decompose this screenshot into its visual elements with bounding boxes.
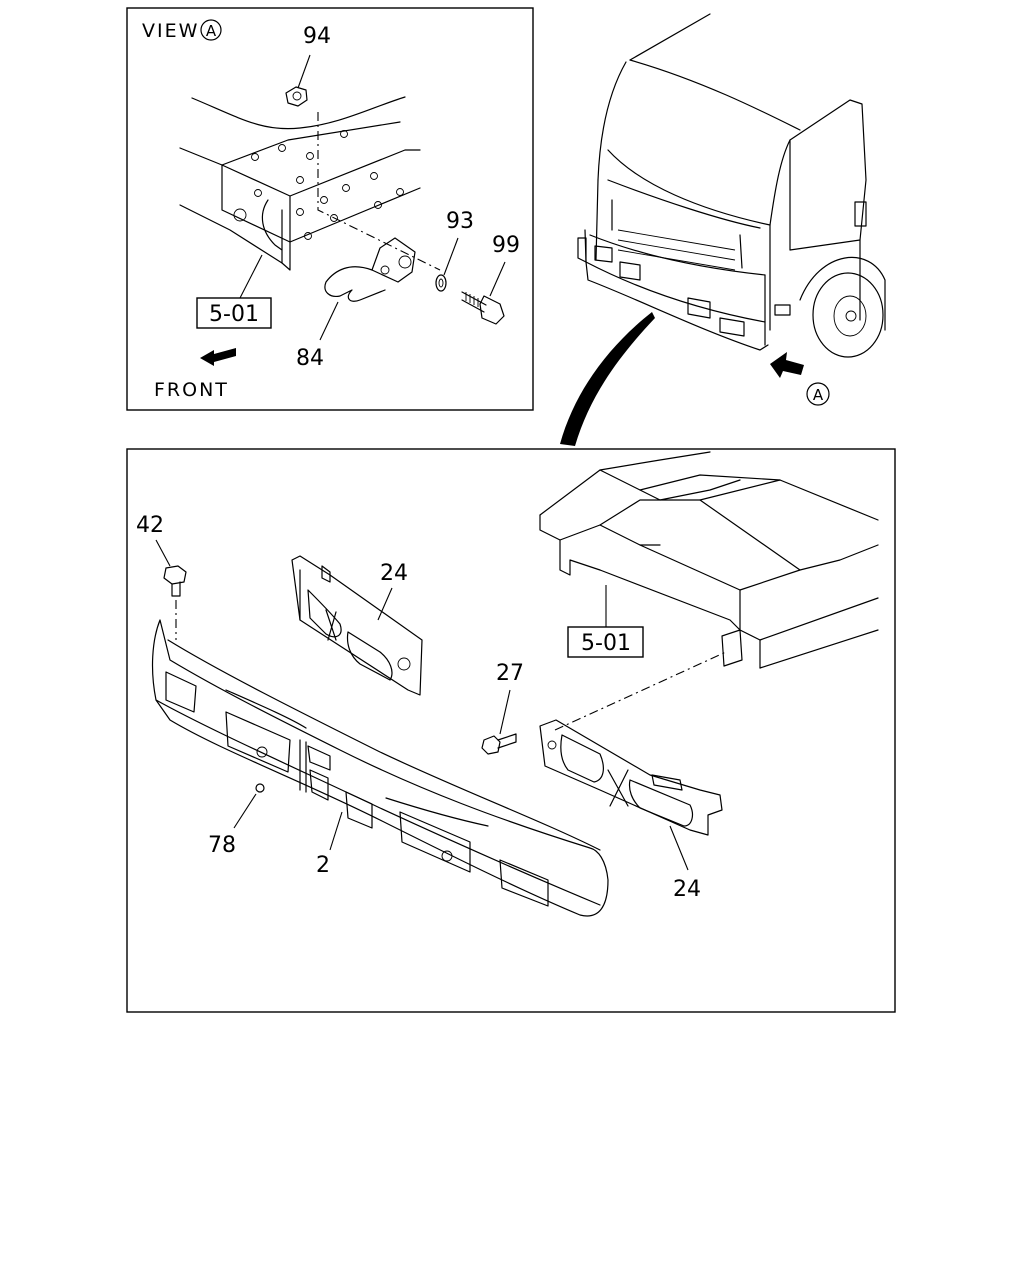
connector-swoosh [560,312,655,446]
leader-2 [329,811,343,851]
tow-hook-part [324,237,416,302]
leader-27 [499,689,511,735]
view-label: VIEW [142,20,199,42]
bolt-right-part [481,733,517,755]
callout-84: 84 [296,346,324,371]
clip-part [255,783,265,793]
bumper-exploded-view: 5-01 42 2 [126,448,896,1013]
view-arrow-icon [770,352,804,378]
callout-24-right: 24 [673,877,701,902]
leader-99 [489,261,506,297]
mounting-line [554,651,727,731]
leader-24-left [377,587,393,621]
callout-2: 2 [316,853,330,878]
leader-94 [297,54,311,89]
callout-24-left: 24 [380,561,408,586]
bolt-part [461,291,505,325]
bumper-part [151,619,609,917]
truck-view-marker-letter: A [813,386,824,404]
bolt-top-part [163,565,187,597]
leader-42 [155,539,171,567]
view-a-inset: VIEW A [126,7,534,411]
view-marker-letter: A [206,22,217,40]
ref-label-inset: 5-01 [209,302,259,327]
callout-99: 99 [492,233,520,258]
ref-label-main: 5-01 [581,631,631,656]
callout-27: 27 [496,661,524,686]
leader-24-right [669,825,689,871]
view-marker-circle [200,19,222,41]
truck-view-marker-circle [806,382,830,406]
main-frame [126,448,896,1013]
washer-part [435,274,447,292]
callout-42: 42 [136,513,164,538]
leader-93 [443,237,459,276]
mounting-axis-line [317,112,441,271]
callout-78: 78 [208,833,236,858]
front-arrow-icon [200,348,236,366]
ref-box-inset [196,297,272,329]
truck-cab-illustration: A [577,13,886,406]
chassis-frame-drawing [539,451,879,669]
callout-94: 94 [303,24,331,49]
bracket-left-part [291,555,423,696]
nut-part [285,86,308,107]
callout-93: 93 [446,209,474,234]
leader-ref-inset [239,254,263,299]
inset-frame [126,7,534,411]
bracket-right-part [539,719,723,836]
leader-84 [319,301,339,341]
leader-78 [233,793,257,829]
front-label: FRONT [154,379,229,401]
frame-rail-drawing [179,96,421,271]
